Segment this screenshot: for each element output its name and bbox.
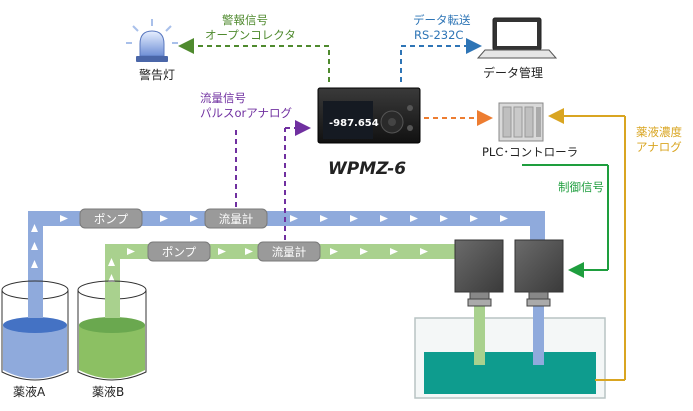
warning-lamp-icon	[126, 19, 178, 62]
pump-bottom-label: ポンプ	[162, 245, 197, 259]
meter-reading: -987.654	[329, 118, 379, 129]
process-tank	[414, 317, 606, 399]
wpmz6-meter-icon: -987.654	[317, 87, 421, 144]
flow-signal-label-1: 流量信号	[200, 91, 246, 105]
plc-label: PLC･コントローラ	[482, 145, 578, 159]
flowmeter-bottom-label: 流量計	[272, 245, 307, 259]
pump-bottom: ポンプ	[147, 241, 211, 262]
flow-signal-label-2: パルスorアナログ	[200, 106, 293, 120]
plc-controller-icon	[498, 102, 544, 142]
data-management-label: データ管理	[483, 65, 543, 80]
beaker-b	[77, 280, 147, 381]
flow-signal-line	[235, 120, 311, 240]
concentration-label-2: アナログ	[636, 140, 682, 154]
concentration-label-1: 薬液濃度	[636, 125, 682, 139]
pump-top-label: ポンプ	[94, 212, 129, 226]
beaker-a	[1, 280, 69, 381]
data-transfer-line	[400, 38, 482, 82]
data-transfer-label-2: RS-232C	[414, 28, 463, 42]
sensor-blue	[514, 239, 564, 307]
sensor-green	[454, 239, 504, 307]
alarm-signal-label-2: オープンコレクタ	[205, 28, 296, 42]
chemical-b-label: 薬液B	[92, 384, 124, 399]
alarm-light-label: 警告灯	[139, 67, 175, 82]
flowmeter-top: 流量計	[204, 208, 268, 229]
flowmeter-top-label: 流量計	[219, 212, 254, 226]
device-brand-label: WPMZ-6	[328, 159, 406, 179]
pump-top: ポンプ	[79, 208, 143, 229]
pipe-flow-arrows	[31, 215, 508, 282]
concentration-line	[548, 108, 626, 381]
control-signal-label: 制御信号	[558, 180, 604, 194]
alarm-signal-line	[178, 38, 330, 82]
flowmeter-bottom: 流量計	[257, 241, 321, 262]
chemical-a-label: 薬液A	[13, 384, 46, 399]
laptop-icon	[476, 17, 558, 59]
control-signal-line	[522, 164, 609, 278]
alarm-signal-label-1: 警報信号	[222, 13, 268, 27]
data-transfer-label-1: データ転送	[413, 13, 471, 27]
